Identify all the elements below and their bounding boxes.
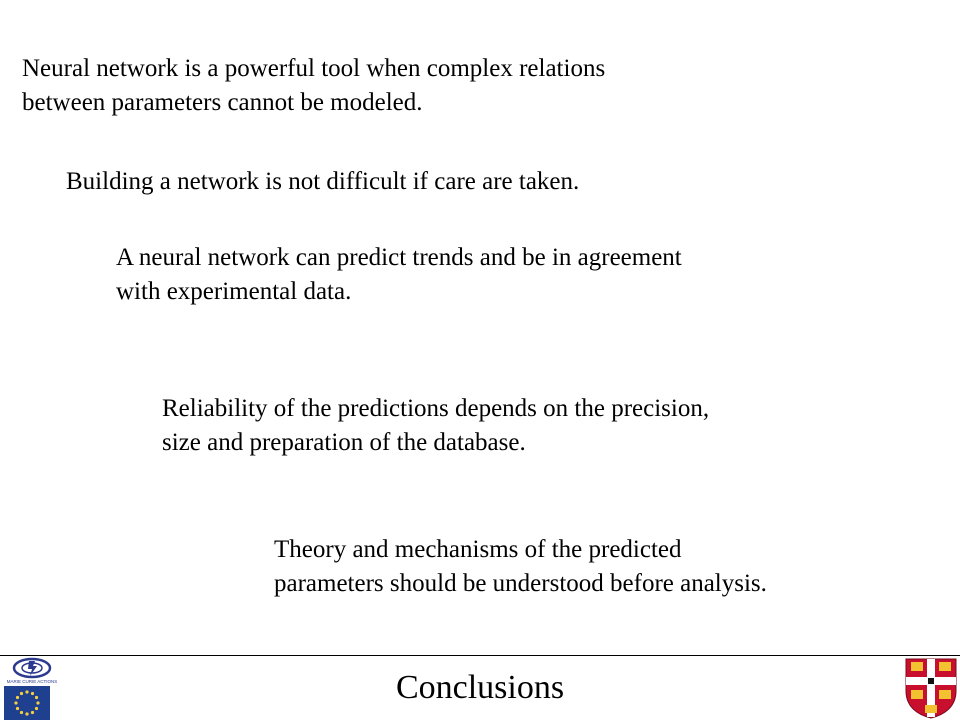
statement-1: Neural network is a powerful tool when c… [22,52,605,120]
statement-5-line-1: Theory and mechanisms of the predicted [274,536,682,563]
footer-divider [0,655,960,656]
university-crest-icon [905,658,957,719]
statement-4: Reliability of the predictions depends o… [162,392,709,460]
slide-title: Conclusions [395,669,565,706]
statement-2: Building a network is not difficult if c… [66,165,579,199]
marie-curie-logo-text: MARIE CURIE ACTIONS [7,679,58,684]
statement-2-line-1: Building a network is not difficult if c… [66,168,580,195]
statement-1-line-1: Neural network is a powerful tool when c… [22,55,606,82]
statement-3-line-1: A neural network can predict trends and … [116,244,682,271]
statement-5-line-2: parameters should be understood before a… [274,570,767,597]
statement-3: A neural network can predict trends and … [116,241,682,309]
statement-4-line-1: Reliability of the predictions depends o… [162,395,710,422]
statement-5: Theory and mechanisms of the predicted p… [274,533,767,601]
marie-curie-logo-icon: MARIE CURIE ACTIONS [7,657,58,684]
statement-4-line-2: size and preparation of the database. [162,429,526,456]
eu-flag-icon [4,686,50,720]
statement-3-line-2: with experimental data. [116,278,352,305]
statement-1-line-2: between parameters cannot be modeled. [22,89,423,116]
